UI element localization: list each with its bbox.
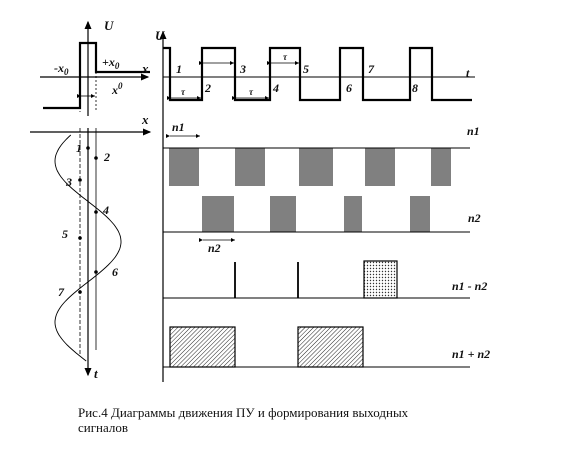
n2-burst-3 [344, 196, 362, 232]
n2-burst-4 [410, 196, 430, 232]
tau-label-2: τ [283, 52, 288, 62]
tau-label-4: τ [249, 87, 254, 97]
motion-crossing-dots [78, 146, 98, 294]
n2-row-label: n2 [468, 211, 481, 225]
caption-line-2: сигналов [78, 420, 129, 435]
motion-x-label: x [141, 112, 149, 127]
motion-sine-curve [54, 134, 122, 362]
n1-pulse-bursts [169, 148, 451, 186]
square-number-5: 5 [303, 62, 309, 76]
motion-point-4: 4 [102, 203, 109, 217]
crossing-dot-6 [94, 270, 98, 274]
crossing-dot-7 [78, 290, 82, 294]
crossing-dot-4 [94, 210, 98, 214]
n1-marker-label: n1 [172, 120, 185, 134]
square-number-1: 1 [176, 62, 182, 76]
motion-point-3: 3 [65, 175, 72, 189]
motion-point-6: 6 [112, 265, 118, 279]
n2-pulse-bursts [202, 196, 430, 232]
relay-x-label: x [141, 61, 149, 76]
motion-point-2: 2 [103, 150, 110, 164]
n1-burst-4 [365, 148, 395, 186]
n1-burst-1 [169, 148, 199, 186]
square-wave: U t 1 2 3 4 5 6 7 8 τ τ τ [155, 28, 475, 102]
motion-t-label: t [94, 366, 98, 381]
relay-characteristic: U x -x0 +x0 x0 [40, 18, 150, 116]
crossing-dot-1 [86, 146, 90, 150]
row-n1: n1 n1 [163, 120, 480, 186]
square-number-2: 2 [204, 81, 211, 95]
figure-caption: Рис.4 Диаграммы движения ПУ и формирован… [78, 405, 548, 435]
square-u-label: U [155, 28, 165, 43]
relay-u-label: U [104, 18, 114, 33]
row-n1-minus-n2: n1 - n2 [163, 260, 487, 299]
diff-block [363, 260, 398, 299]
n2-marker-label: n2 [208, 241, 221, 255]
n2-burst-2 [270, 196, 296, 232]
diff-row-label: n1 - n2 [452, 279, 487, 293]
crossing-dot-5 [78, 236, 82, 240]
n1-burst-5 [431, 148, 451, 186]
square-number-3: 3 [239, 62, 246, 76]
motion-point-5: 5 [62, 227, 68, 241]
relay-hysteresis-curve [43, 41, 150, 110]
row-n2: n2 n2 [163, 196, 481, 255]
square-number-7: 7 [368, 62, 375, 76]
square-wave-line [163, 46, 472, 102]
crossing-dot-2 [94, 156, 98, 160]
motion-point-7: 7 [58, 285, 65, 299]
square-number-4: 4 [272, 81, 279, 95]
n2-burst-1 [202, 196, 234, 232]
sum-block-2 [297, 326, 364, 368]
tau-label-3: τ [181, 87, 186, 97]
row-n1-plus-n2: n1 + n2 [163, 326, 490, 368]
caption-line-1: Рис.4 Диаграммы движения ПУ и формирован… [78, 405, 409, 420]
n1-burst-2 [235, 148, 265, 186]
x0-label: x0 [111, 81, 123, 97]
n1-row-label: n1 [467, 124, 480, 138]
sum-block-1 [169, 326, 236, 368]
minus-x0-label: -x0 [54, 61, 69, 77]
motion-graph: x t 1 2 3 4 5 6 7 [30, 112, 152, 381]
square-number-6: 6 [346, 81, 352, 95]
square-number-8: 8 [412, 81, 418, 95]
n1-burst-3 [299, 148, 333, 186]
square-t-label: t [466, 66, 470, 80]
motion-point-1: 1 [76, 141, 82, 155]
plus-x0-label: +x0 [102, 55, 120, 71]
sum-row-label: n1 + n2 [452, 347, 490, 361]
crossing-dot-3 [78, 178, 82, 182]
